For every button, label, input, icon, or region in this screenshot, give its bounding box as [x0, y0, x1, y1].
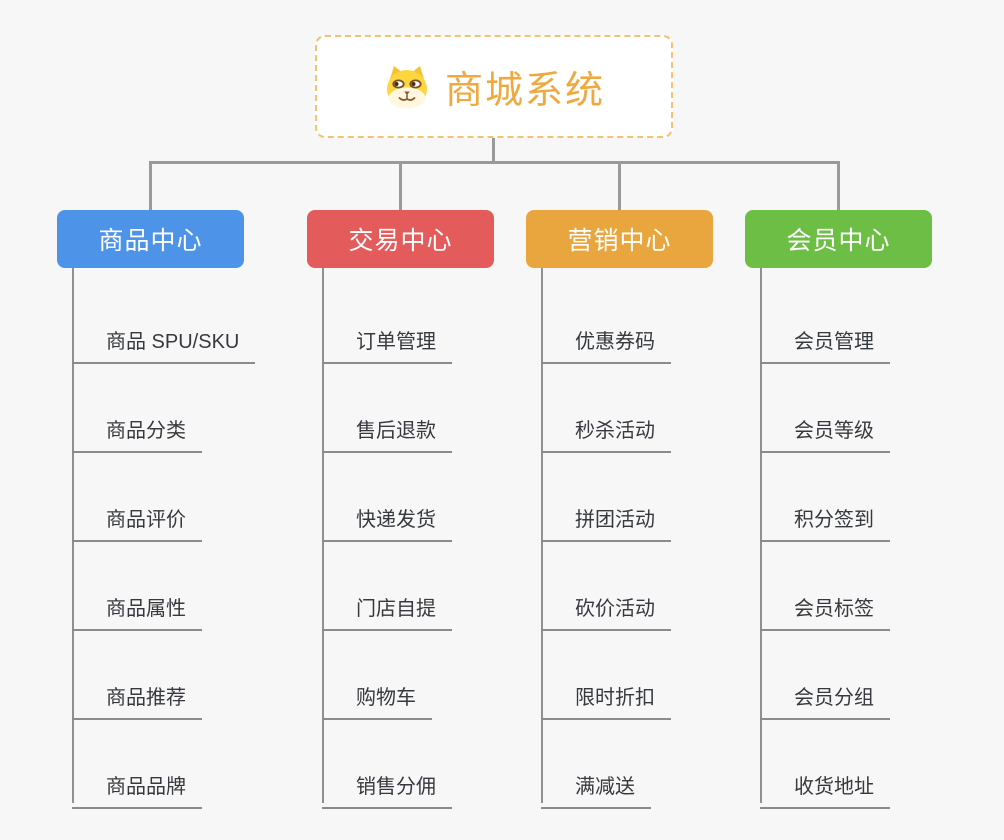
connector-drop	[149, 163, 152, 210]
leaf-node[interactable]: 优惠券码	[541, 312, 671, 364]
branch-node-product-center[interactable]: 商品中心	[57, 210, 244, 268]
connector-drop	[618, 163, 621, 210]
dog-emoji-icon	[386, 65, 427, 108]
leaf-node[interactable]: 售后退款	[322, 401, 452, 453]
connector-rail	[149, 161, 840, 164]
leaf-node[interactable]: 商品品牌	[72, 757, 202, 809]
connector-branch-trunk	[72, 268, 74, 803]
leaf-node[interactable]: 商品评价	[72, 490, 202, 542]
leaf-node[interactable]: 会员分组	[760, 668, 890, 720]
leaf-node[interactable]: 购物车	[322, 668, 432, 720]
leaf-node[interactable]: 拼团活动	[541, 490, 671, 542]
branch-label: 商品中心	[98, 227, 203, 255]
connector-branch-trunk	[541, 268, 543, 803]
leaf-node[interactable]: 订单管理	[322, 312, 452, 364]
root-node[interactable]: 商城系统	[315, 35, 673, 138]
leaf-node[interactable]: 秒杀活动	[541, 401, 671, 453]
branch-node-member-center[interactable]: 会员中心	[745, 210, 932, 268]
connector-branch-trunk	[322, 268, 324, 803]
leaf-node[interactable]: 收货地址	[760, 757, 890, 809]
leaf-node[interactable]: 满减送	[541, 757, 651, 809]
connector-drop	[399, 163, 402, 210]
leaf-node[interactable]: 会员等级	[760, 401, 890, 453]
leaf-node[interactable]: 门店自提	[322, 579, 452, 631]
branch-label: 营销中心	[567, 227, 672, 255]
branch-node-marketing-center[interactable]: 营销中心	[526, 210, 713, 268]
branch-label: 交易中心	[348, 227, 453, 255]
branch-node-trade-center[interactable]: 交易中心	[307, 210, 494, 268]
connector-drop	[837, 163, 840, 210]
leaf-node[interactable]: 商品推荐	[72, 668, 202, 720]
leaf-node[interactable]: 砍价活动	[541, 579, 671, 631]
leaf-node[interactable]: 会员标签	[760, 579, 890, 631]
connector-branch-trunk	[760, 268, 762, 803]
leaf-node[interactable]: 会员管理	[760, 312, 890, 364]
connector-root-trunk	[492, 136, 495, 163]
leaf-node[interactable]: 商品分类	[72, 401, 202, 453]
branch-label: 会员中心	[786, 227, 891, 255]
leaf-node[interactable]: 商品属性	[72, 579, 202, 631]
leaf-node[interactable]: 销售分佣	[322, 757, 452, 809]
leaf-node[interactable]: 商品 SPU/SKU	[72, 312, 256, 364]
root-title: 商城系统	[444, 70, 605, 112]
leaf-node[interactable]: 积分签到	[760, 490, 890, 542]
leaf-node[interactable]: 限时折扣	[541, 668, 671, 720]
leaf-node[interactable]: 快递发货	[322, 490, 452, 542]
